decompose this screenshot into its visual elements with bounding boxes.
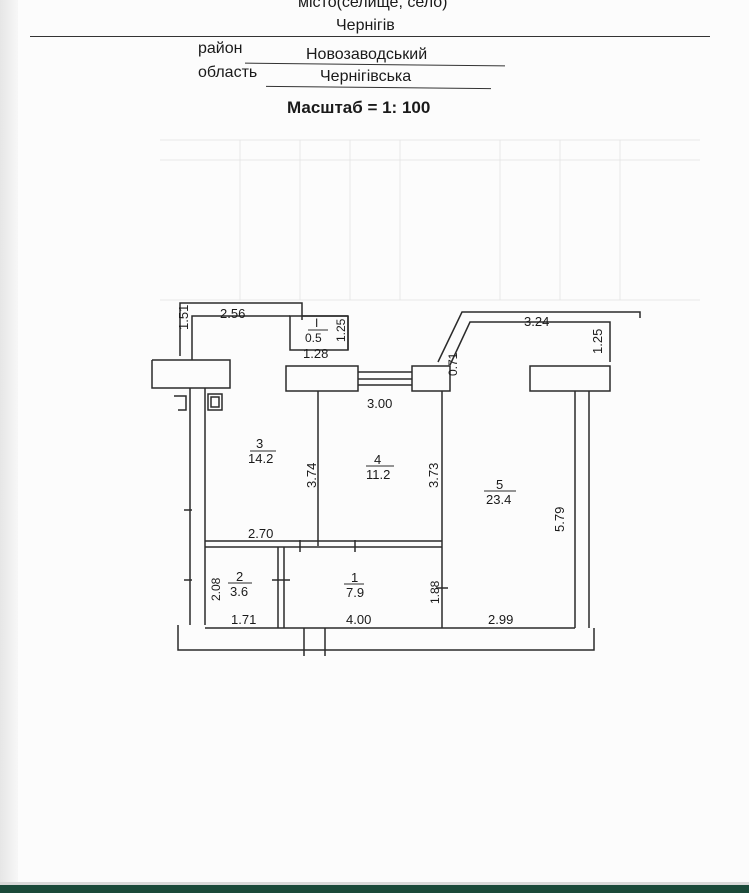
room-2-area: 3.6 [230,584,249,599]
city-label: місто(селище, село) [298,0,448,11]
room-4-number: 4 [374,452,382,467]
dim-3-73: 3.73 [426,462,441,488]
dim-2-99: 2.99 [488,612,514,627]
dim-1-51: 1.51 [176,304,191,330]
dim-4-00: 4.00 [346,612,372,627]
room-I-number: I [315,316,319,330]
dim-3-24: 3.24 [524,314,550,329]
dim-1-88: 1.88 [428,580,442,604]
city-value: Чернігів [336,17,395,34]
room-3-area: 14.2 [248,451,274,466]
dim-2-56: 2.56 [220,306,246,321]
room-5-area: 23.4 [486,492,512,507]
dim-3-74: 3.74 [304,462,319,488]
dim-2-70: 2.70 [248,526,274,541]
scale-label: Масштаб = 1: 100 [287,98,431,117]
region-value: Чернігівська [320,68,412,85]
room-1-area: 7.9 [346,585,365,600]
district-label: район [198,40,243,57]
header-divider [30,36,710,37]
scan-edge [0,0,18,893]
dim-1-71: 1.71 [231,612,257,627]
room-5-number: 5 [496,477,504,492]
dim-1-25-storage: 1.25 [334,318,348,342]
dim-5-79: 5.79 [552,506,567,532]
dim-3-00: 3.00 [367,396,393,411]
room-3-number: 3 [256,436,264,451]
room-1-number: 1 [351,570,359,585]
region-label: область [198,64,258,81]
dim-1-28: 1.28 [303,346,329,361]
dim-2-08: 2.08 [209,577,223,601]
room-I-area: 0.5 [305,331,322,345]
room-4-area: 11.2 [366,467,391,482]
district-value: Новозаводський [306,46,428,63]
scan-bottom-bar [0,882,749,893]
dim-0-71: 0.71 [446,352,460,376]
dim-1-25-loggia: 1.25 [590,328,605,354]
room-2-number: 2 [236,569,244,584]
